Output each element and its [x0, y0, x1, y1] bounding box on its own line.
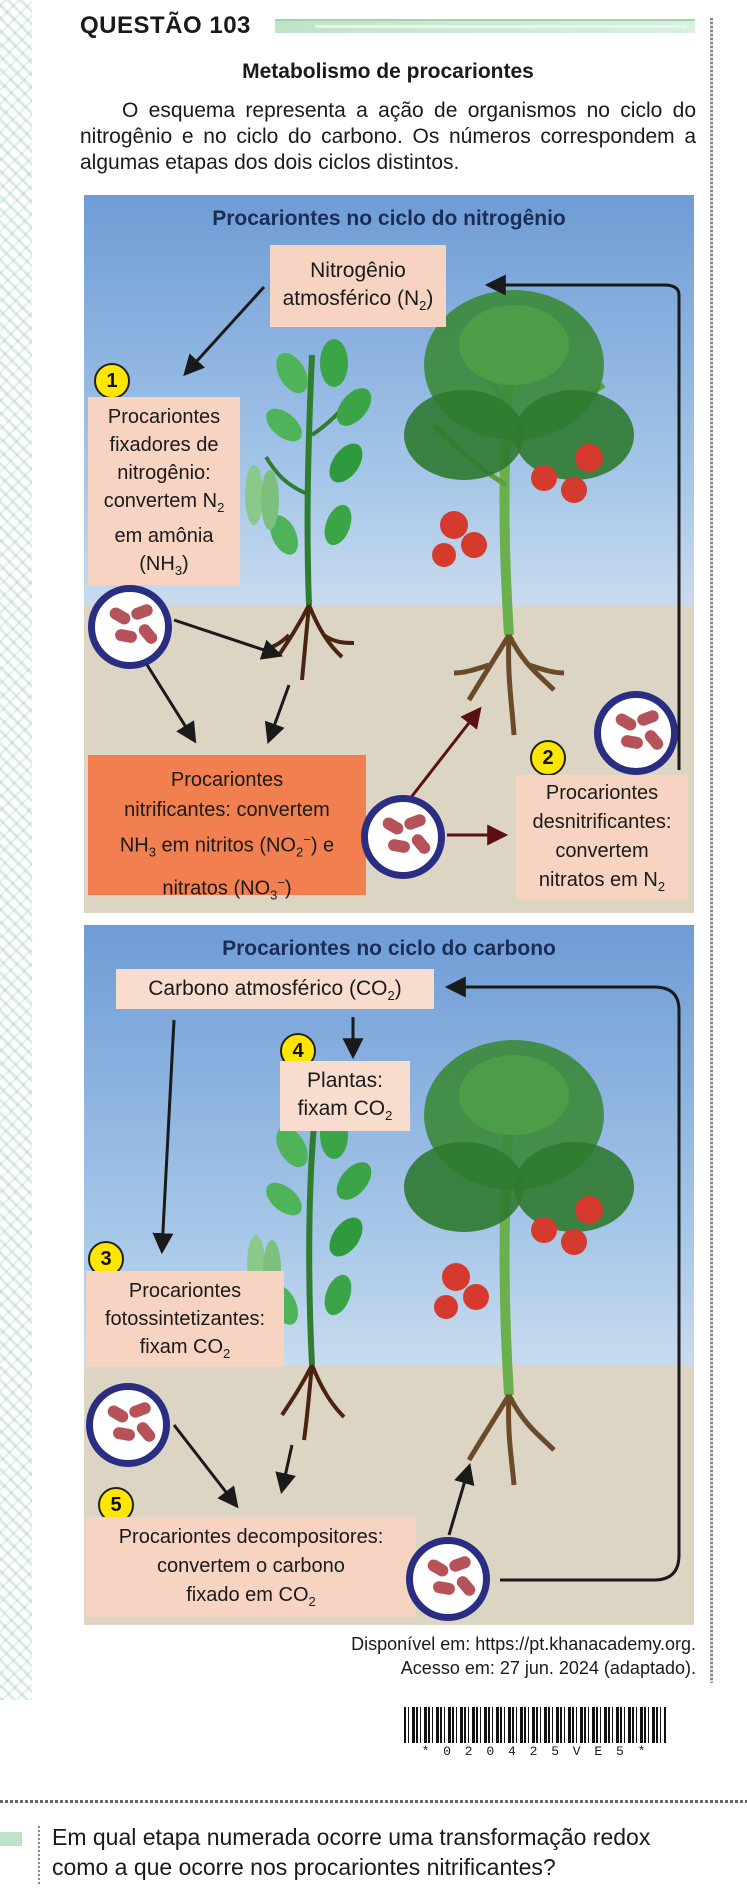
atm-n-line2: atmosférico (N2) [282, 287, 434, 314]
plants-line2: fixam CO2 [297, 1097, 393, 1124]
decomp-line1: Procariontes decompositores: [118, 1526, 384, 1548]
denit-line2: desnitrificantes: [532, 811, 672, 833]
side-decorative-pattern [0, 0, 32, 1700]
nitrifiers-box: Procariontes nitrificantes: convertem NH… [88, 755, 366, 902]
nitrogen-panel-title: Procariontes no ciclo do nitrogênio [212, 207, 566, 230]
source-credit: Disponível em: https://pt.khanacademy.or… [300, 1632, 696, 1680]
decomposers-box: Procariontes decompositores: convertem o… [86, 1517, 416, 1617]
photosynthetic-bacteria-icon [86, 1383, 170, 1467]
step-1-badge: 1 [94, 363, 130, 399]
denit-line1: Procariontes [545, 782, 659, 804]
decomposer-bacteria-icon [406, 1537, 490, 1621]
decomp-line2: convertem o carbono [157, 1555, 345, 1577]
nitrogen-fixers-box: Procariontes fixadores de nitrogênio: co… [88, 397, 240, 585]
fixer-bacteria-icon [88, 585, 172, 669]
nitrifiers-line2: nitrificantes: convertem [124, 799, 330, 821]
nitrifiers-line4: nitratos (NO3−) [162, 874, 292, 903]
barcode-text: * 0 2 0 4 2 5 V E 5 * [421, 1744, 649, 1759]
tomato-plant-icon [404, 1040, 634, 1486]
fixers-line3: nitrogênio: [117, 462, 211, 484]
intro-paragraph: O esquema representa a ação de organismo… [80, 99, 696, 174]
fixers-line2: fixadores de [109, 434, 219, 456]
denitrifier-bacteria-icon [594, 691, 678, 775]
carbon-panel-title: Procariontes no ciclo do carbono [222, 937, 556, 960]
fixers-line1: Procariontes [107, 406, 221, 428]
question-subtitle: Metabolismo de procariontes [242, 60, 534, 83]
fixers-line6: (NH3) [139, 553, 189, 578]
question-rule [38, 1826, 40, 1886]
photo-line2: fotossintetizantes: [104, 1308, 266, 1330]
nitrifiers-line1: Procariontes [170, 769, 284, 791]
carbon-cycle-figure: Procariontes no ciclo do carbono [84, 925, 694, 1625]
right-margin-rule [710, 18, 713, 1683]
tomato-plant-icon [404, 290, 634, 736]
denit-line4: nitratos em N2 [538, 869, 666, 894]
decomp-line3: fixado em CO2 [186, 1584, 316, 1609]
step-2-badge: 2 [530, 740, 566, 776]
plants-fix-box: Plantas: fixam CO2 [280, 1061, 410, 1131]
barcode [404, 1707, 666, 1743]
plants-line1: Plantas: [307, 1069, 383, 1092]
fixers-line5: em amônia [114, 525, 214, 547]
denitrifiers-box: Procariontes desnitrificantes: convertem… [516, 775, 688, 899]
nitrifiers-line3: NH3 em nitritos (NO2−) e [119, 832, 335, 860]
credit-line1: Disponível em: https://pt.khanacademy.or… [351, 1634, 696, 1654]
header-decorative-bar [275, 19, 695, 33]
page-divider [0, 1800, 747, 1803]
fixers-line4: convertem N2 [103, 490, 225, 515]
photo-line1: Procariontes [128, 1280, 242, 1302]
question-marker [0, 1832, 22, 1846]
credit-line2: Acesso em: 27 jun. 2024 (adaptado). [400, 1658, 696, 1678]
nitrogen-illustration [142, 274, 681, 846]
atmospheric-nitrogen-box: Nitrogênio atmosférico (N2) [270, 245, 446, 327]
nitrifier-bacteria-icon [361, 795, 445, 879]
bean-plant-icon [245, 339, 372, 681]
atmospheric-carbon-box: Carbono atmosférico (CO2) [116, 969, 434, 1009]
photosynthetic-prokaryotes-box: Procariontes fotossintetizantes: fixam C… [86, 1271, 284, 1367]
atm-n-line1: Nitrogênio [310, 259, 406, 282]
question-text: Em qual etapa numerada ocorre uma transf… [52, 1824, 651, 1880]
denit-line3: convertem [555, 840, 649, 862]
question-number: QUESTÃO 103 [80, 12, 251, 39]
photo-line3: fixam CO2 [139, 1336, 231, 1361]
nitrogen-cycle-figure: Procariontes no ciclo do nitrogênio [84, 195, 694, 913]
